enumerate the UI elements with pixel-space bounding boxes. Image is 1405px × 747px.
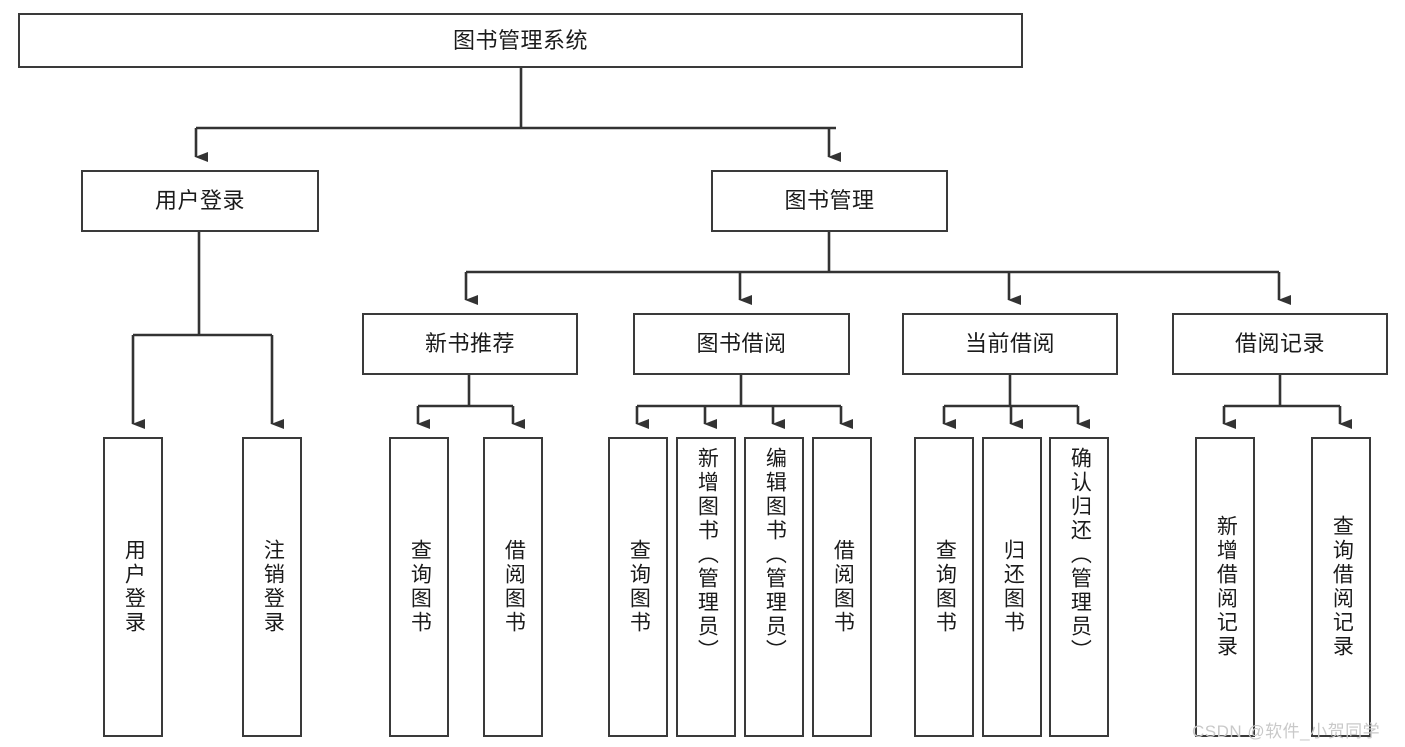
leaf-logout[interactable]: 注销登录 [242, 437, 302, 737]
leaf-borrow-books-recommend[interactable]: 借阅图书 [483, 437, 543, 737]
leaf-query-books-recommend[interactable]: 查询图书 [389, 437, 449, 737]
node-book-borrowing[interactable]: 图书借阅 [633, 313, 850, 375]
leaf-borrow-book[interactable]: 借阅图书 [812, 437, 872, 737]
leaf-query-borrow-record[interactable]: 查询借阅记录 [1311, 437, 1371, 737]
leaf-user-login[interactable]: 用户登录 [103, 437, 163, 737]
node-user-login[interactable]: 用户登录 [81, 170, 319, 232]
node-current-borrowing[interactable]: 当前借阅 [902, 313, 1118, 375]
node-new-book-recommendation[interactable]: 新书推荐 [362, 313, 578, 375]
leaf-add-borrow-record[interactable]: 新增借阅记录 [1195, 437, 1255, 737]
leaf-query-books-current[interactable]: 查询图书 [914, 437, 974, 737]
node-book-management[interactable]: 图书管理 [711, 170, 948, 232]
leaf-query-books-borrow[interactable]: 查询图书 [608, 437, 668, 737]
leaf-confirm-return-admin[interactable]: 确认归还（管理员） [1049, 437, 1109, 737]
node-borrowing-records[interactable]: 借阅记录 [1172, 313, 1388, 375]
node-root-library-system[interactable]: 图书管理系统 [18, 13, 1023, 68]
leaf-edit-book-admin[interactable]: 编辑图书（管理员） [744, 437, 804, 737]
leaf-return-book[interactable]: 归还图书 [982, 437, 1042, 737]
leaf-add-book-admin[interactable]: 新增图书（管理员） [676, 437, 736, 737]
